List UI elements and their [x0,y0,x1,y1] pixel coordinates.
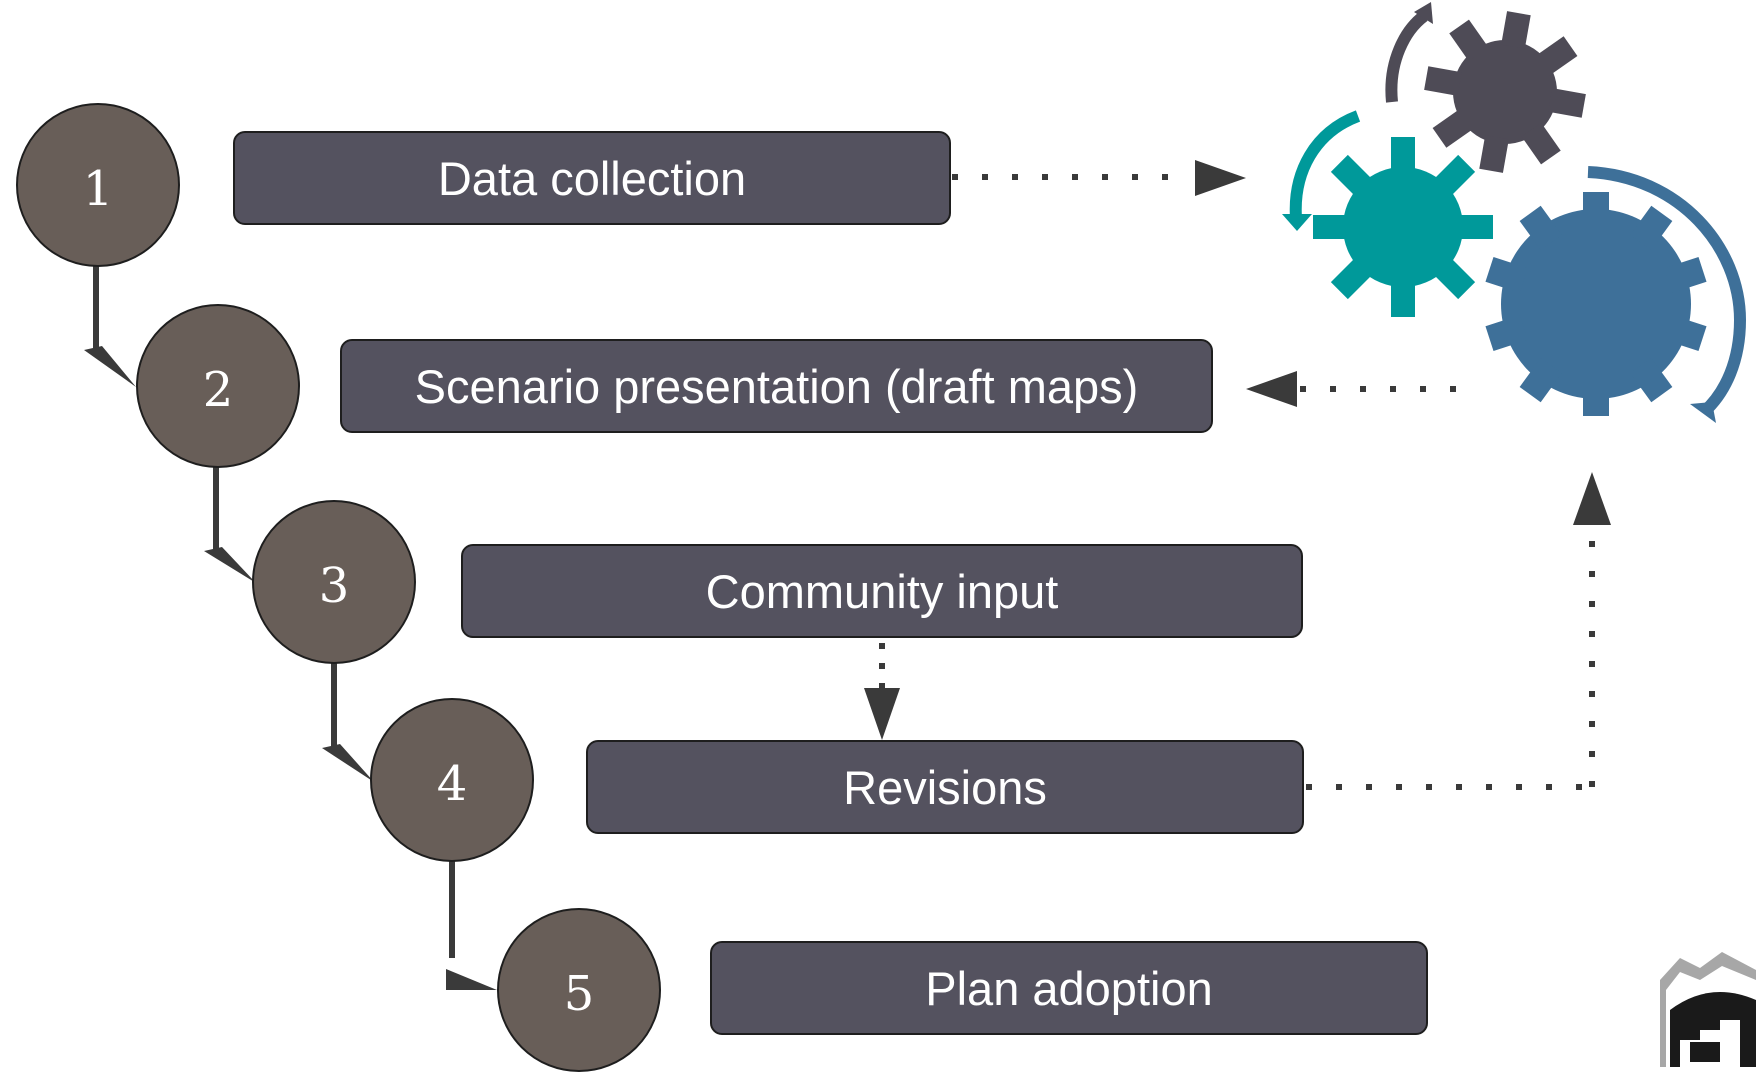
connector-1-2 [84,262,136,387]
city-seal-icon [1660,950,1756,1067]
arrow-gears-to-scenario [1246,371,1474,407]
step-box-community-input: Community input [461,544,1303,638]
arrow-revisions-to-gears [1306,472,1611,790]
rotation-arrow-icon [1385,2,1433,103]
arrow-community-to-revisions [864,643,900,740]
dotted-arrows [864,160,1611,790]
step-connectors [84,262,497,990]
step-circle-1: 1 [16,103,180,267]
gears-cluster [1282,2,1747,423]
step-box-plan-adoption: Plan adoption [710,941,1428,1035]
arrow-data-to-gears [952,160,1246,196]
step-box-scenario-presentation: Scenario presentation (draft maps) [340,339,1213,433]
step-box-revisions: Revisions [586,740,1304,834]
connector-3-4 [322,660,374,782]
step-circle-2: 2 [136,304,300,468]
gear-icon [1485,192,1707,416]
connector-2-3 [204,463,256,583]
rotation-arrow-icon [1587,166,1747,423]
gear-icon [1313,137,1493,317]
gear-icon [1424,11,1586,173]
step-box-data-collection: Data collection [233,131,951,225]
connector-4-5 [446,860,497,990]
step-circle-3: 3 [252,500,416,664]
step-circle-4: 4 [370,698,534,862]
step-circle-5: 5 [497,908,661,1072]
rotation-arrow-icon [1282,110,1361,231]
